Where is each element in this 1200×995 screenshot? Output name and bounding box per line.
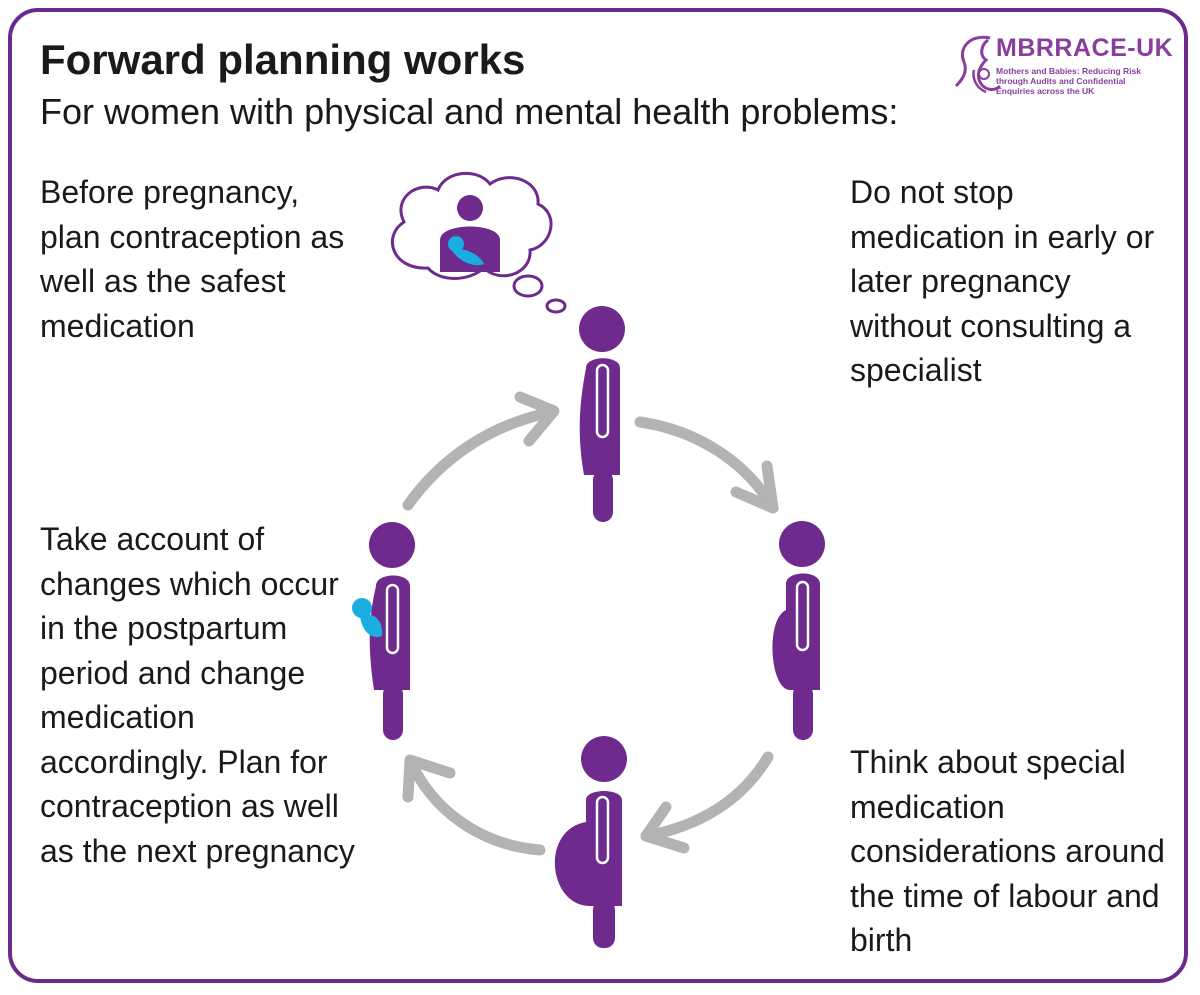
thought-mother-head: [457, 195, 483, 221]
infographic-frame: [8, 8, 1188, 983]
figure-later-head: [779, 521, 825, 567]
thought-baby-body-icon: [452, 248, 484, 266]
postpartum-baby-head-icon: [352, 598, 372, 618]
figure-birth-body: [554, 791, 622, 906]
arrow-to-birth: [640, 751, 774, 854]
thought-baby-head-icon: [448, 236, 464, 252]
figure-postpartum-body: [369, 575, 410, 690]
figure-later-pregnancy: [772, 521, 825, 740]
figure-postpartum-head: [369, 522, 415, 568]
thought-mother-body: [440, 226, 500, 272]
cycle-arrows: [402, 391, 779, 856]
figure-labour-birth: [554, 736, 627, 948]
figure-later-legs: [793, 684, 813, 740]
figure-birth-legs: [593, 900, 615, 948]
thought-cloud-icon: [391, 171, 553, 280]
logo-mother-baby-icon: [954, 35, 1002, 94]
figure-early-body: [579, 358, 620, 475]
figure-early-pregnancy: [579, 306, 625, 522]
page-subtitle: For women with physical and mental healt…: [40, 91, 899, 132]
mbrrace-logo: MBRRACE-UK Mothers and Babies: Reducing …: [950, 30, 1173, 100]
figure-early-head: [579, 306, 625, 352]
thought-bubble: [391, 171, 567, 314]
figure-early-legs: [593, 470, 613, 522]
figure-birth-head: [581, 736, 627, 782]
note-before-pregnancy: Before pregnancy, plan contraception as …: [40, 174, 345, 344]
note-during-pregnancy: Do not stop medication in early or later…: [850, 174, 1155, 388]
arrow-to-pregnant-later: [634, 416, 779, 514]
arrow-to-postpartum: [402, 754, 546, 856]
logo-tagline: Mothers and Babies: Reducing Risk throug…: [996, 66, 1141, 96]
page-title: Forward planning works: [40, 36, 526, 83]
arrow-to-pregnant-early: [402, 391, 560, 511]
postpartum-baby-body-icon: [360, 614, 383, 638]
note-labour-birth: Think about special medication considera…: [850, 744, 1165, 958]
figure-postpartum-legs: [383, 684, 403, 740]
note-postpartum: Take account of changes which occur in t…: [40, 521, 355, 869]
figure-postpartum: [352, 522, 415, 740]
logo-text: MBRRACE-UK: [996, 34, 1174, 62]
